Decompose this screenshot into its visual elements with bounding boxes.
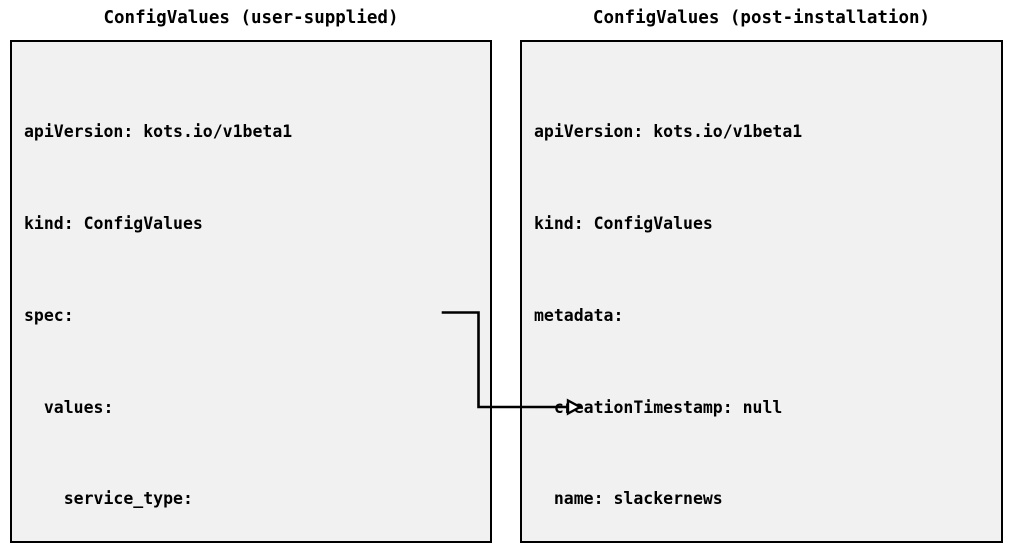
- code-line: kind: ConfigValues: [534, 213, 713, 233]
- code-line: service_type:: [24, 489, 193, 509]
- code-line: name: slackernews: [534, 489, 723, 509]
- code-line: metadata:: [534, 305, 624, 325]
- code-box-user-supplied: apiVersion: kots.io/v1beta1 kind: Config…: [10, 40, 492, 543]
- code-line: spec:: [24, 305, 74, 325]
- panel-title-post-installation: ConfigValues (post-installation): [592, 8, 931, 28]
- panel-post-installation: ConfigValues (post-installation) apiVers…: [520, 8, 1003, 543]
- code-lines-post-installation: apiVersion: kots.io/v1beta1 kind: Config…: [534, 54, 1001, 541]
- code-line: values:: [24, 397, 114, 417]
- code-line: kind: ConfigValues: [24, 213, 203, 233]
- panel-title-user-supplied: ConfigValues (user-supplied): [103, 8, 399, 28]
- code-lines-user-supplied: apiVersion: kots.io/v1beta1 kind: Config…: [24, 54, 490, 541]
- code-line: apiVersion: kots.io/v1beta1: [534, 122, 803, 142]
- code-line: creationTimestamp: null: [534, 397, 783, 417]
- code-box-post-installation: apiVersion: kots.io/v1beta1 kind: Config…: [520, 40, 1003, 543]
- panel-user-supplied: ConfigValues (user-supplied) apiVersion:…: [10, 8, 492, 543]
- code-line: apiVersion: kots.io/v1beta1: [24, 122, 293, 142]
